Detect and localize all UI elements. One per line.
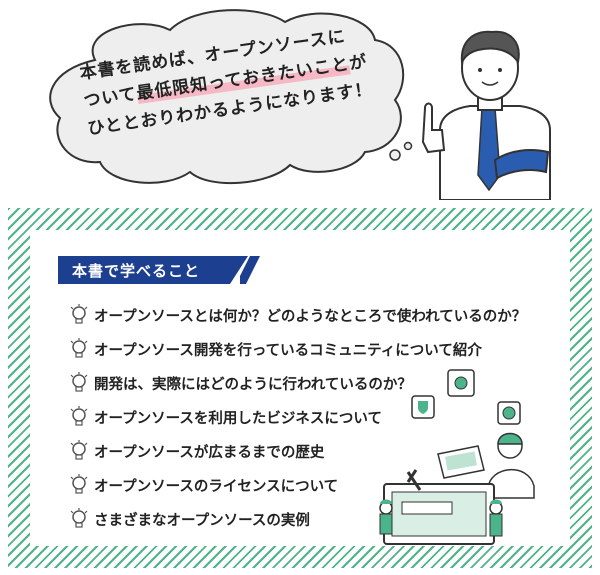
list-item: オープンソースとは何か？どのようなところで使われているのか？ bbox=[70, 298, 526, 332]
list-item: 開発は、実際にはどのように行われているのか？ bbox=[70, 366, 526, 400]
list-item-text: オープンソースを利用したビジネスについて bbox=[94, 410, 382, 427]
wrench-icon bbox=[406, 469, 422, 491]
hero-section: 本書を読めば、オープンソースに ついて最低限知っておきたいことが ひととおりわか… bbox=[0, 0, 600, 201]
learn-list: オープンソースとは何か？どのようなところで使われているのか？ オープンソース開発… bbox=[70, 298, 526, 536]
list-item: オープンソースが広まるまでの歴史 bbox=[70, 434, 526, 468]
lightbulb-icon bbox=[70, 338, 88, 358]
list-item: オープンソースを利用したビジネスについて bbox=[70, 400, 526, 434]
badge-stripe bbox=[240, 256, 260, 284]
lightbulb-icon bbox=[70, 474, 88, 494]
bubble-line-2-start: ついて bbox=[82, 84, 139, 112]
lightbulb-icon bbox=[70, 372, 88, 392]
list-item: オープンソースのライセンスについて bbox=[70, 468, 526, 502]
speech-bubble-shape bbox=[49, 9, 551, 201]
lightbulb-icon bbox=[70, 304, 88, 324]
lightbulb-icon bbox=[70, 440, 88, 460]
bubble-line-2-end: が bbox=[347, 51, 369, 75]
learn-box-inner: 本書で学べること オープンソースとは何か？どのようなところで使われているのか？ … bbox=[30, 230, 570, 546]
learn-box: 本書で学べること オープンソースとは何か？どのようなところで使われているのか？ … bbox=[8, 208, 592, 568]
list-item-text: オープンソースとは何か？どのようなところで使われているのか？ bbox=[94, 308, 527, 325]
lightbulb-icon bbox=[70, 508, 88, 528]
list-item-text: オープンソースが広まるまでの歴史 bbox=[94, 444, 325, 461]
list-item-text: さまざまなオープンソースの実例 bbox=[94, 512, 310, 529]
list-item: オープンソース開発を行っているコミュニティについて紹介 bbox=[70, 332, 526, 366]
list-item-text: オープンソース開発を行っているコミュニティについて紹介 bbox=[94, 342, 482, 359]
list-item-text: オープンソースのライセンスについて bbox=[94, 478, 339, 495]
developers-illustration bbox=[379, 369, 535, 545]
man-illustration bbox=[421, 30, 551, 201]
list-item-text: 開発は、実際にはどのように行われているのか？ bbox=[94, 376, 412, 393]
title-badge bbox=[58, 256, 248, 284]
list-item: さまざまなオープンソースの実例 bbox=[70, 502, 526, 536]
learn-box-title: 本書で学べること bbox=[72, 262, 201, 280]
lightbulb-icon bbox=[70, 406, 88, 426]
